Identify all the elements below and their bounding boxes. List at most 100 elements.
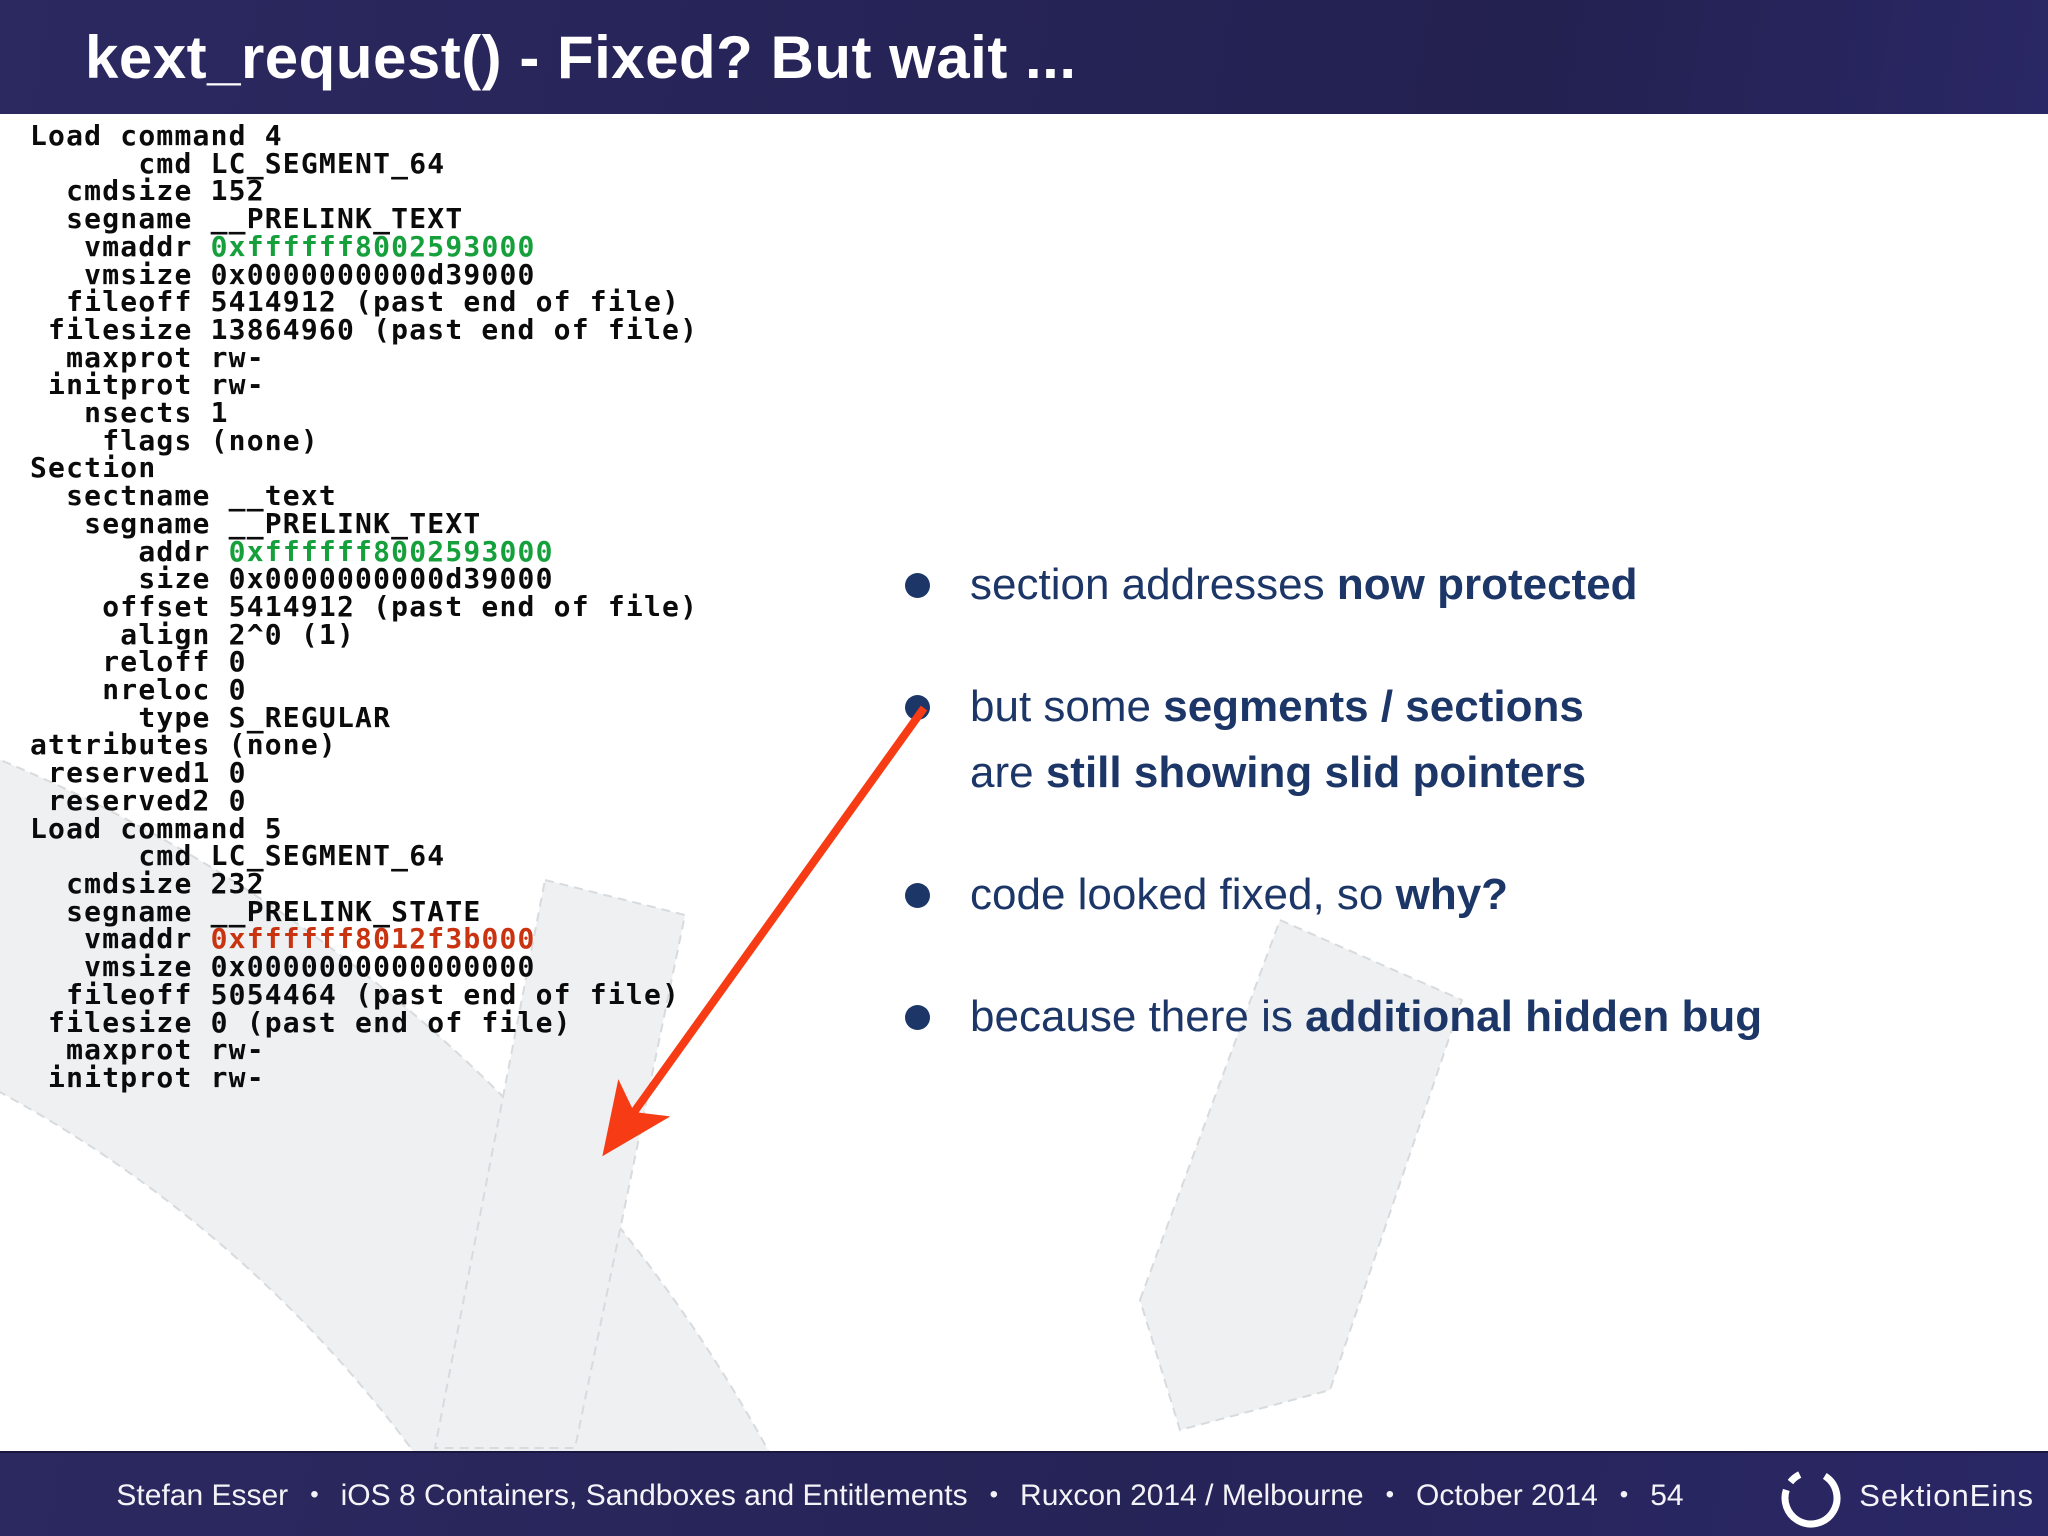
bullet-regular-text: because there is [970,992,1306,1041]
bullet-regular-text: are [970,748,1046,797]
bullet-list: section addresses now protected but some … [905,552,1985,1106]
code-text: reloff 0 [30,645,247,679]
footer-item: Stefan Esser [116,1478,289,1512]
code-line: Load command 5 [30,814,698,843]
bullet-item: code looked fixed, so why? [905,862,1985,928]
code-line: segname __PRELINK_TEXT [30,205,698,233]
code-line: segname __PRELINK_STATE [30,897,698,926]
code-text: sectname __text [30,479,337,513]
code-value-green: 0xffffff8002593000 [210,229,536,263]
code-text: attributes (none) [30,728,337,762]
code-text: addr [30,534,229,568]
code-line: cmd LC_SEGMENT_64 [30,842,698,870]
code-line: vmaddr 0xffffff8012f3b000 [30,925,698,953]
bullet-regular-text: code looked fixed, so [970,870,1396,919]
code-line: attributes (none) [30,731,698,759]
code-line: filesize 13864960 (past end of file) [30,312,699,346]
separator-dot-icon: • [1385,1480,1394,1508]
code-line: vmsize 0x0000000000d39000 [30,257,698,291]
code-line: fileoff 5054464 (past end of file) [30,980,698,1009]
bullet-bold-text: now protected [1336,560,1638,609]
code-line: vmaddr 0xffffff8002593000 [30,229,698,263]
code-text: fileoff 5414912 (past end of file) [30,285,681,319]
code-line: cmd LC_SEGMENT_64 [30,146,698,180]
logo-wordmark: SektionEins [1859,1477,2034,1513]
separator-dot-icon: • [1619,1480,1629,1508]
code-line: type S_REGULAR [30,700,698,734]
code-text: segname __PRELINK_TEXT [30,202,464,236]
code-text: cmd LC_SEGMENT_64 [30,146,446,180]
code-text: type S_REGULAR [30,700,392,734]
code-text: Section [30,451,157,485]
code-line: nsects 1 [30,399,698,427]
separator-dot-icon: • [310,1480,319,1508]
code-text: Load command 4 [30,119,283,152]
sektioneins-logo: SektionEins [1777,1453,2034,1536]
footer-item: Ruxcon 2014 / Melbourne [1020,1478,1364,1512]
bullet-dot-icon [905,573,930,598]
bullet-bold-text: segments / sections [1163,682,1584,731]
code-text: vmsize 0x0000000000d39000 [30,257,536,291]
bullet-bold-text: still showing slid pointers [1045,748,1587,797]
code-line: segname __PRELINK_TEXT [30,506,698,540]
code-line: vmsize 0x0000000000000000 [30,953,698,981]
code-text: cmdsize 152 [30,174,265,208]
bullet-bold-text: why? [1395,870,1509,919]
code-text: maxprot rw- [30,340,265,374]
slide-header: kext_request() - Fixed? But wait ... [0,0,2048,114]
code-text: initprot rw- [30,1060,265,1094]
bullet-text: code looked fixed, so why? [970,862,1985,928]
code-text: flags (none) [30,423,319,457]
code-line: initprot rw- [30,1060,698,1094]
ring-logo-icon [1781,1468,1841,1527]
code-line: maxprot rw- [30,1036,698,1064]
bullet-text: but some segments / sections are still sh… [970,674,1985,806]
code-listing: Load command 4 cmd LC_SEGMENT_64 cmdsize… [30,122,698,1092]
code-line: Section [30,454,698,482]
code-text: nreloc 0 [30,673,247,707]
code-line: addr 0xffffff8002593000 [30,534,698,568]
code-text: align 2^0 (1) [30,617,356,651]
code-line: initprot rw- [30,371,698,399]
page-title: kext_request() - Fixed? But wait ... [85,23,1077,91]
bullet-item: because there is additional hidden bug [905,984,1985,1050]
footer-item: October 2014 [1416,1478,1598,1512]
code-line: offset 5414912 (past end of file) [30,589,699,623]
bullet-text: section addresses now protected [970,552,1985,618]
page-number: 54 [1650,1478,1684,1512]
code-line: Load command 4 [30,122,698,150]
code-text: segname __PRELINK_TEXT [30,506,482,540]
code-text: filesize 13864960 (past end of file) [30,312,699,346]
code-text: vmaddr [30,229,211,263]
slide-footer: Stefan Esser • iOS 8 Containers, Sandboxes… [0,1451,2048,1536]
code-line: maxprot rw- [30,340,698,374]
bullet-item: section addresses now protected [905,552,1985,618]
bullet-regular-text: but some [970,682,1164,731]
code-text: nsects 1 [30,396,229,430]
code-line: reserved2 0 [30,786,698,815]
code-line: sectname __text [30,482,698,510]
separator-dot-icon: • [989,1480,999,1508]
code-line: flags (none) [30,423,698,457]
bullet-item: but some segments / sections are still sh… [905,674,1985,806]
bullet-text: because there is additional hidden bug [970,984,1985,1050]
bullet-regular-text: section addresses [970,560,1337,609]
code-text: size 0x0000000000d39000 [30,562,554,596]
code-line: cmdsize 152 [30,177,698,205]
code-line: fileoff 5414912 (past end of file) [30,288,698,316]
footer-credits: Stefan Esser • iOS 8 Containers, Sandboxes… [0,1453,1800,1536]
code-line: size 0x0000000000d39000 [30,565,698,593]
code-line: align 2^0 (1) [30,617,698,651]
bullet-dot-icon [905,695,930,720]
footer-item: iOS 8 Containers, Sandboxes and Entitlem… [340,1478,968,1512]
code-text: initprot rw- [30,368,265,402]
code-line: reserved1 0 [30,759,698,787]
bullet-dot-icon [905,883,930,908]
bullet-bold-text: additional hidden bug [1305,992,1763,1041]
code-value-green: 0xffffff8002593000 [228,534,554,568]
code-line: reloff 0 [30,648,698,676]
bullet-dot-icon [905,1005,930,1030]
code-line: filesize 0 (past end of file) [30,1008,698,1037]
code-text: offset 5414912 (past end of file) [30,589,699,623]
